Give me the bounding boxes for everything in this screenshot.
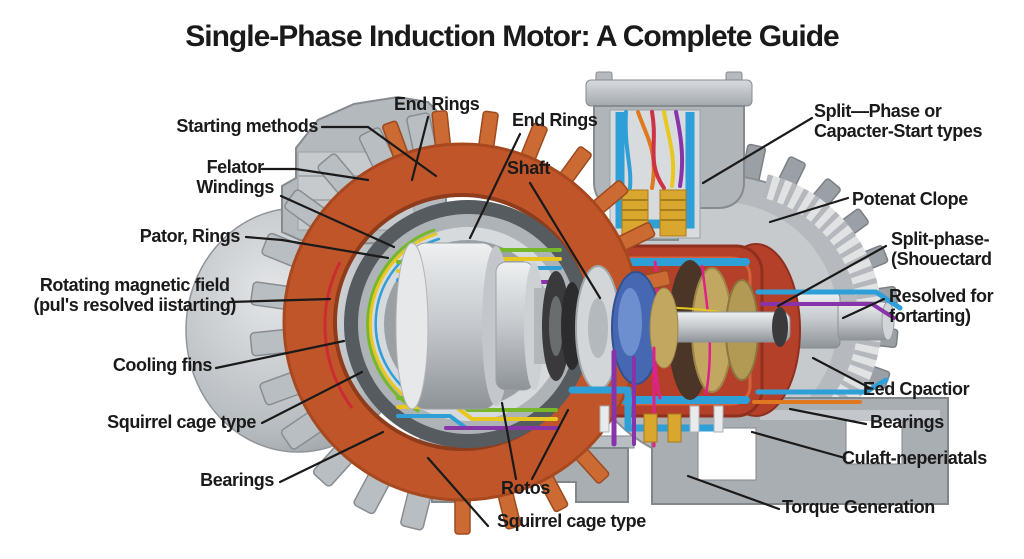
leader-resolved	[841, 297, 886, 320]
label-squirrel-cage-left: Squirrel cage type	[107, 412, 256, 432]
label-bearings-right: Bearings	[870, 412, 944, 432]
label-squirrel-cage-bottom: Squirrel cage type	[497, 511, 646, 531]
terminal-box	[585, 71, 753, 241]
leader-bearings-right	[788, 407, 868, 426]
leader-lines	[214, 115, 888, 528]
label-starting-methods: Starting methods	[176, 116, 318, 136]
label-bearings-left: Bearings	[200, 470, 274, 490]
shaft-assembly	[395, 242, 791, 410]
label-rotos: Rotos	[501, 478, 550, 498]
label-eed-cpactior: Eed Cpactior	[863, 379, 970, 399]
leader-rotating-field	[228, 297, 332, 304]
leader-potenat	[768, 196, 850, 224]
label-end-rings-left: End Rings	[394, 94, 480, 114]
leader-squirrel-left	[260, 370, 364, 425]
leader-culaft	[750, 430, 847, 460]
leader-shaft	[528, 181, 602, 300]
label-split-phase-types: Split—Phase or Capacter-Start types	[814, 101, 983, 142]
leader-rotos-b	[530, 408, 570, 481]
label-end-rings-center: End Rings	[512, 110, 598, 130]
leader-felator	[260, 167, 370, 182]
label-felator-windings: Felator Windings	[196, 157, 274, 198]
label-shaft: Shaft	[507, 158, 551, 178]
leader-cooling-fins	[214, 339, 346, 370]
label-rotating-magnetic-field: Rotating magnetic field (pul's resolved …	[33, 275, 236, 316]
leader-pator-rings	[244, 235, 390, 260]
leader-split-types	[701, 116, 814, 185]
leader-bearings-left	[278, 430, 385, 484]
page-title: Single-Phase Induction Motor: A Complete…	[185, 20, 839, 53]
leader-end-rings-center	[468, 132, 522, 240]
leader-torque	[686, 474, 781, 511]
leader-split-shouectard	[776, 244, 888, 308]
label-cooling-fins: Cooling fins	[112, 355, 213, 375]
label-resolved-fortarting: Resolved for fortarting)	[889, 286, 994, 327]
leader-rotos-a	[500, 401, 518, 481]
base-wiring	[568, 346, 724, 448]
label-culaft-neperiatals: Culaft-neperiatals	[842, 448, 987, 468]
label-pator-rings: Pator, Rings	[139, 226, 241, 246]
label-split-phase-shouectard: Split-phase- (Shouectard	[891, 229, 992, 270]
leader-end-rings-left	[410, 115, 430, 182]
label-torque-generation: Torque Generation	[782, 497, 935, 517]
leader-squirrel-bottom	[426, 456, 490, 528]
leader-windings	[279, 194, 396, 249]
label-potenat-clope: Potenat Clope	[852, 189, 968, 209]
leader-starting-methods	[320, 125, 438, 178]
leader-eed-cpactior	[811, 356, 872, 390]
